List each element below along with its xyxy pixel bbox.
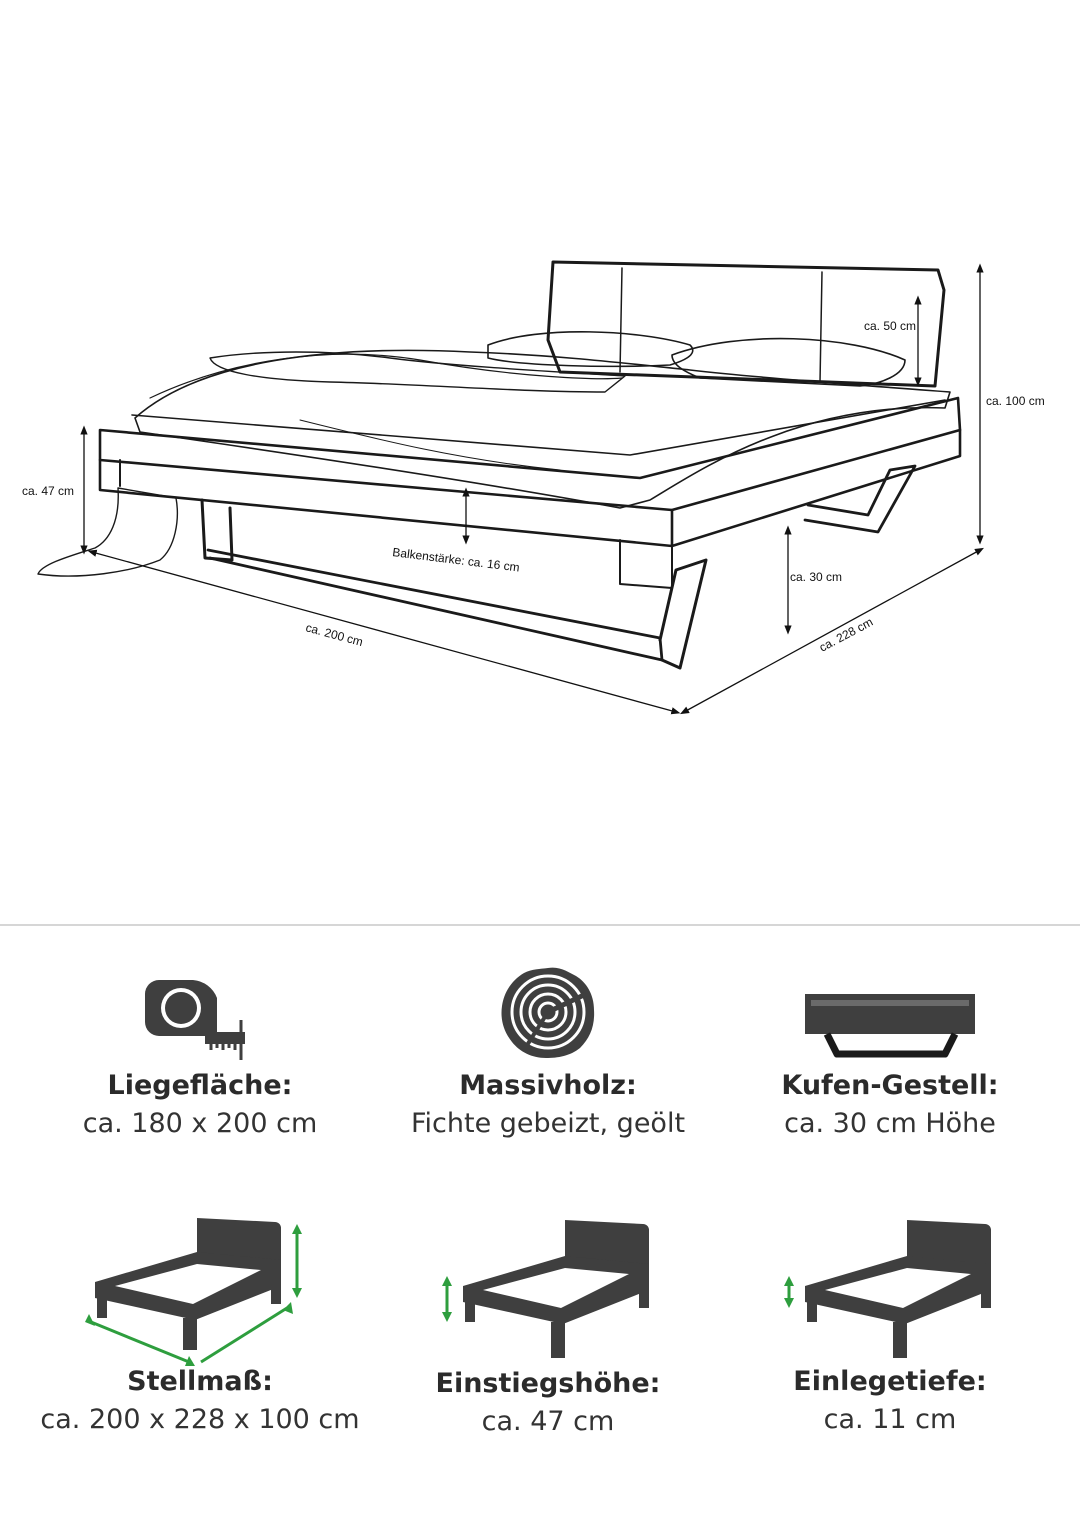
runner-height-label: ca. 30 cm bbox=[790, 570, 842, 584]
bed-sketch bbox=[37, 260, 962, 670]
beam-thickness-label: Balkenstärke: ca. 16 cm bbox=[392, 545, 521, 575]
feature-value: ca. 180 x 200 cm bbox=[82, 1108, 318, 1139]
feature-title: Stellmaß: bbox=[127, 1366, 273, 1397]
dimension-lines bbox=[80, 263, 984, 715]
headboard-height-label: ca. 50 cm bbox=[864, 319, 916, 333]
feature-title: Liegefläche: bbox=[107, 1070, 293, 1101]
feature-value: ca. 200 x 228 x 100 cm bbox=[40, 1404, 360, 1435]
total-height-label: ca. 100 cm bbox=[986, 394, 1045, 408]
bed-insert-depth-icon bbox=[784, 1220, 991, 1358]
feature-title: Kufen-Gestell: bbox=[781, 1070, 999, 1101]
feature-value: ca. 30 cm Höhe bbox=[784, 1108, 996, 1139]
tape-measure-icon bbox=[145, 980, 245, 1060]
section-divider bbox=[0, 924, 1080, 926]
feature-title: Einlegetiefe: bbox=[793, 1366, 987, 1397]
feature-title: Einstiegshöhe: bbox=[435, 1368, 661, 1399]
feature-value: ca. 47 cm bbox=[481, 1406, 615, 1437]
bed-entry-height-icon bbox=[442, 1220, 649, 1358]
feature-title: Massivholz: bbox=[459, 1070, 637, 1101]
runner-frame-icon bbox=[805, 994, 975, 1058]
bed-dimensions-icon bbox=[85, 1218, 302, 1366]
feature-value: Fichte gebeizt, geölt bbox=[410, 1108, 686, 1139]
wood-rings-icon bbox=[501, 967, 595, 1058]
feature-value: ca. 11 cm bbox=[823, 1404, 957, 1435]
bed-dimension-diagram: ca. 50 cm ca. 100 cm ca. 47 cm Balkenstä… bbox=[22, 260, 1045, 715]
entry-height-label: ca. 47 cm bbox=[22, 484, 74, 498]
